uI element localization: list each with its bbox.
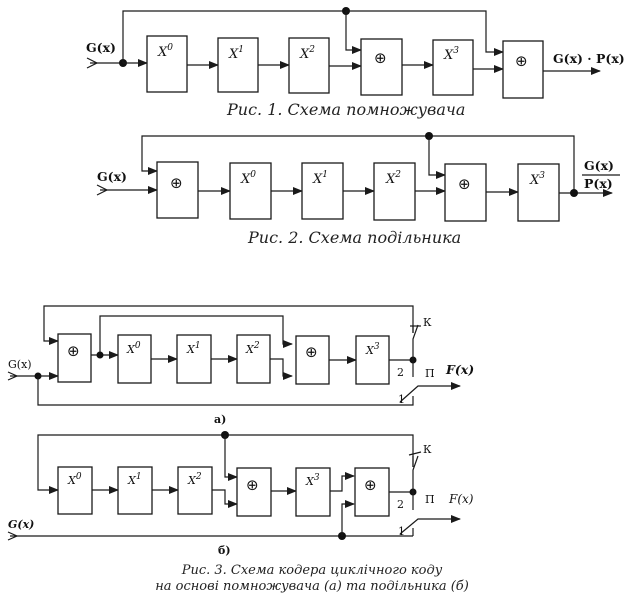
- fig2-xor-1: ⊕: [156, 161, 199, 219]
- svg-text:X2: X2: [299, 45, 315, 62]
- fig3-caption-line2: на основі помножувача (а) та подільника …: [155, 579, 469, 594]
- svg-text:⊕: ⊕: [458, 175, 471, 193]
- fig3b-output-label: F(x): [448, 492, 474, 506]
- svg-text:X2: X2: [187, 472, 202, 487]
- svg-text:X3: X3: [529, 171, 545, 188]
- fig1-caption: Рис. 1. Схема помножувача: [226, 100, 465, 119]
- svg-text:⊕: ⊕: [374, 49, 387, 67]
- fig3b-switch-p: [399, 515, 461, 535]
- fig2-block-x2: X2: [373, 162, 416, 221]
- svg-text:X2: X2: [245, 341, 260, 356]
- svg-text:⊕: ⊕: [515, 52, 528, 70]
- fig2-output-numerator: G(x): [584, 158, 614, 173]
- fig3a-inner-junction: [96, 351, 104, 359]
- fig3a-switch-p-label: П: [425, 367, 435, 380]
- fig1-block-x2: X2: [288, 37, 330, 94]
- fig1-block-x1: X1: [217, 37, 259, 93]
- fig3a-sublabel: а): [214, 413, 226, 426]
- fig2-output-junction: [570, 189, 578, 197]
- fig3b-xor-2: ⊕: [354, 467, 390, 517]
- svg-text:X1: X1: [127, 472, 142, 487]
- fig3b-block-x0: X0: [57, 466, 93, 515]
- fig1-output-label: G(x) · P(x): [553, 51, 625, 66]
- fig3a-xor-1: ⊕: [57, 333, 92, 383]
- fig2-caption: Рис. 2. Схема подільника: [247, 228, 461, 247]
- figure-1-multiplier: G(x) X0 X1 X2 ⊕ X3: [86, 7, 625, 119]
- figure-3b-encoder-divider: G(x) X0 X1 X2 ⊕ X3: [7, 431, 474, 557]
- svg-text:X3: X3: [365, 342, 380, 357]
- fig3a-switch-k-label: К: [423, 316, 432, 329]
- svg-text:X1: X1: [228, 45, 244, 62]
- svg-text:⊕: ⊕: [305, 343, 318, 361]
- svg-text:X3: X3: [443, 46, 459, 63]
- fig3a-pos2-label: 2: [397, 366, 404, 379]
- fig3a-block-x0: X0: [117, 334, 152, 384]
- fig2-block-x0: X0: [229, 162, 272, 220]
- fig3a-xor-2: ⊕: [295, 335, 330, 385]
- svg-text:X0: X0: [157, 43, 173, 60]
- fig2-output-denominator: P(x): [584, 176, 613, 191]
- fig3b-xor-1: ⊕: [236, 467, 272, 517]
- fig1-xor-1: ⊕: [360, 38, 403, 96]
- fig2-block-x1: X1: [301, 162, 344, 220]
- fig1-xor-2: ⊕: [502, 40, 544, 99]
- fig3b-switch-p-label: П: [425, 493, 435, 506]
- fig3-caption-line1: Рис. 3. Схема кодера циклічного коду: [181, 563, 443, 578]
- fig3b-switch-k-label: К: [423, 443, 432, 456]
- svg-text:⊕: ⊕: [170, 174, 183, 192]
- fig1-block-x3: X3: [432, 39, 474, 96]
- fig3a-output-label: F(x): [445, 362, 474, 377]
- fig2-input-label: G(x): [97, 169, 127, 184]
- svg-text:X3: X3: [305, 473, 320, 488]
- fig3b-pos1-label: 1: [398, 525, 405, 538]
- svg-text:⊕: ⊕: [364, 476, 377, 494]
- svg-text:X0: X0: [126, 341, 141, 356]
- fig3a-switch-p: [399, 382, 461, 403]
- svg-text:X1: X1: [186, 341, 201, 356]
- svg-text:⊕: ⊕: [67, 342, 80, 360]
- fig3b-block-x2: X2: [177, 466, 213, 515]
- fig2-xor-2: ⊕: [444, 163, 487, 222]
- fig3b-block-x3: X3: [295, 467, 331, 517]
- fig3b-sublabel: б): [218, 544, 231, 557]
- fig3a-block-x1: X1: [176, 334, 212, 384]
- svg-text:X0: X0: [67, 472, 82, 487]
- fig1-input-label: G(x): [86, 40, 116, 55]
- fig3a-input-label: G(x): [8, 358, 32, 371]
- fig3a-switch-k: [412, 324, 419, 360]
- fig3b-block-x1: X1: [117, 466, 153, 515]
- fig2-block-x3: X3: [517, 163, 560, 222]
- svg-text:⊕: ⊕: [246, 476, 259, 494]
- figure-2-divider: G(x) ⊕ X0 X1 X2 ⊕: [96, 132, 620, 247]
- svg-text:X1: X1: [312, 170, 328, 187]
- fig3a-pos1-label: 1: [398, 393, 405, 406]
- svg-text:X2: X2: [385, 170, 401, 187]
- fig3b-pos2-label: 2: [397, 498, 404, 511]
- fig3a-block-x2: X2: [236, 334, 271, 384]
- fig1-block-x0: X0: [146, 35, 188, 93]
- fig3a-block-x3: X3: [355, 335, 390, 385]
- svg-text:X0: X0: [240, 170, 256, 187]
- figure-3a-encoder-multiplier: G(x) ⊕ X0 X1 X2: [7, 305, 474, 426]
- fig3b-switch-k: [412, 455, 419, 492]
- fig3b-input-label: G(x): [8, 518, 34, 531]
